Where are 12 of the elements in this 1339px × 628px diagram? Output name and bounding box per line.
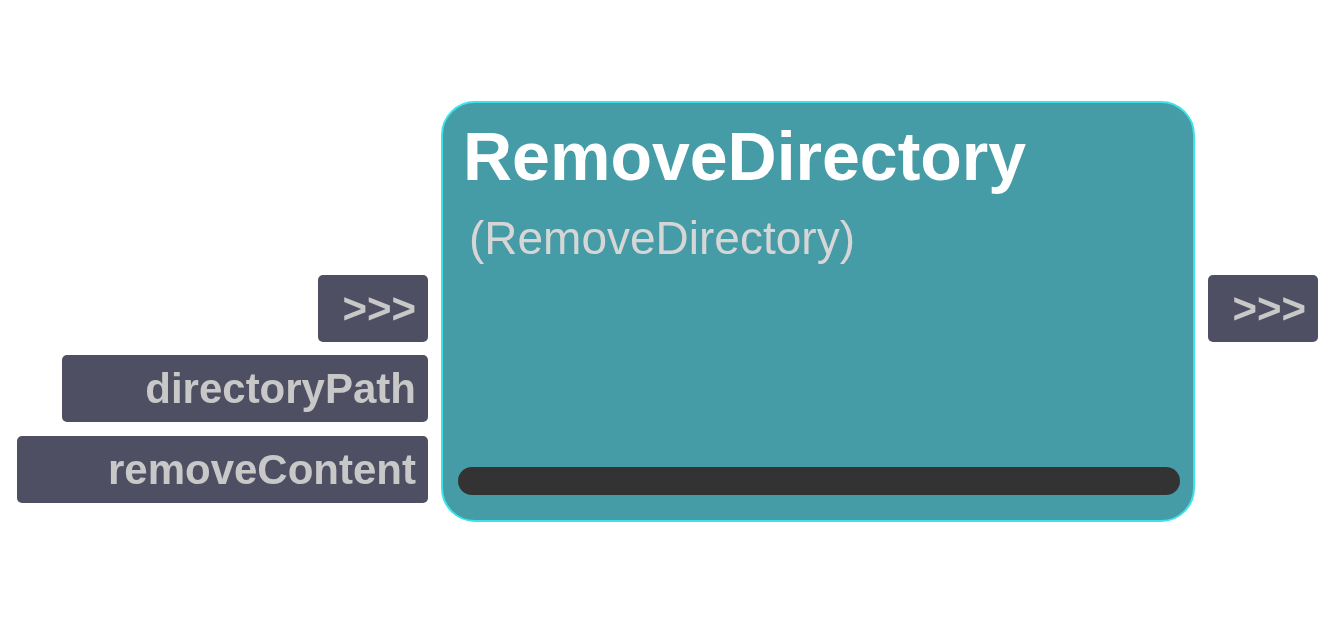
node-subtitle: (RemoveDirectory) — [469, 211, 855, 265]
pin-tag — [17, 436, 428, 503]
pin-label: >>> — [1232, 284, 1306, 333]
pin-tag — [1208, 275, 1318, 342]
pin-tag — [318, 275, 428, 342]
node-title: RemoveDirectory — [463, 117, 1027, 195]
progress-bar — [458, 467, 1180, 495]
pin-tag — [62, 355, 428, 422]
node-card — [441, 101, 1195, 522]
pin-label: >>> — [342, 284, 416, 333]
pin-label: removeContent — [107, 445, 416, 494]
pin-label: directoryPath — [145, 364, 416, 413]
